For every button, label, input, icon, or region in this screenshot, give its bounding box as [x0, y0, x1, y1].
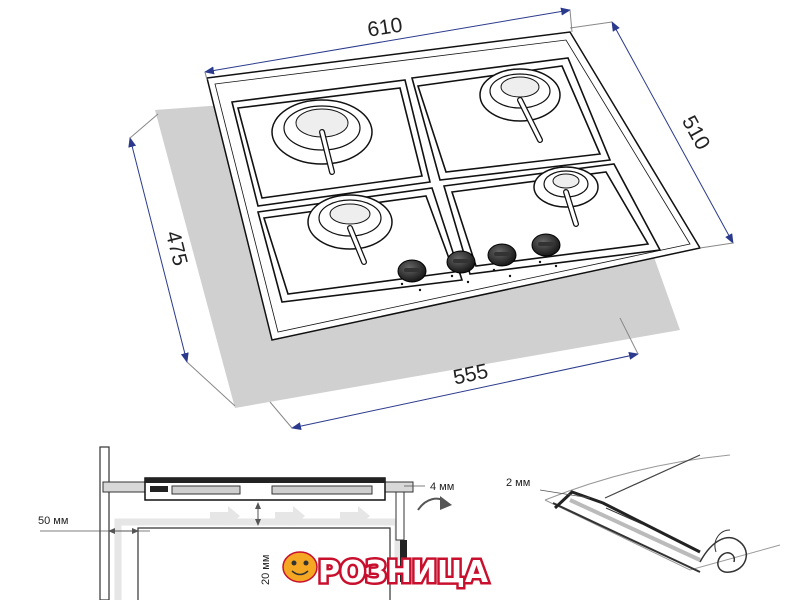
burner-medium-front-left: [307, 194, 393, 265]
dimension-line-610: [204, 7, 571, 75]
roznica-logo: РОЗНИЦА: [282, 551, 491, 593]
installation-section-view: 50 мм 4 мм 20 мм: [38, 446, 454, 600]
dimension-510-label: 510: [677, 112, 714, 154]
knob-1: [397, 259, 427, 292]
wall: [99, 446, 110, 600]
bottom-gap-label: 20 мм: [260, 555, 272, 585]
airflow-arrows: [210, 506, 370, 526]
smiley-icon: [282, 551, 318, 583]
wall-gap-label: 50 мм: [38, 515, 68, 527]
seal-roll-icon: [699, 529, 748, 573]
burner-medium-back-right: [479, 68, 561, 143]
dimension-line-475: [128, 137, 189, 363]
side-panel: [395, 491, 405, 541]
knob-4: [531, 233, 561, 268]
dimension-line-555: [291, 351, 639, 431]
dimension-line-510: [611, 21, 734, 244]
logo-text: РОЗНИЦА: [318, 555, 489, 590]
burner-small-front-right: [533, 166, 599, 227]
side-gap-label: 4 мм: [430, 481, 454, 493]
cabinet-section: [137, 527, 391, 600]
seal-thickness-label: 2 мм: [506, 477, 530, 489]
control-knobs: [397, 233, 561, 292]
knob-2: [446, 250, 476, 284]
seal-detail-view: 2 мм: [506, 454, 781, 573]
dimension-610-label: 610: [366, 13, 404, 41]
burner-large-back-left: [271, 99, 373, 175]
knob-3: [487, 243, 517, 278]
dimension-475-label: 475: [161, 229, 192, 269]
